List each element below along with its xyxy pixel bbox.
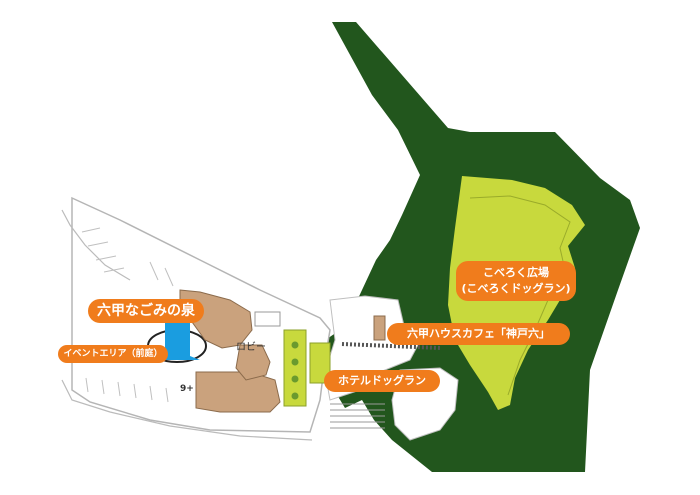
square-label-line2: (こべろくドッグラン) (461, 282, 571, 295)
lobby-label: ロビー (236, 342, 266, 353)
small-mark-label: 9+ (180, 384, 194, 394)
dogrun-small-lawn (309, 342, 331, 384)
cafe-label[interactable]: 六甲ハウスカフェ「神戸六」 (387, 323, 570, 345)
parking-lines (81, 227, 174, 403)
hotel-annex (254, 311, 281, 327)
cafe-building (373, 315, 386, 341)
fountain-water (160, 318, 200, 360)
event-area-label[interactable]: イベントエリア（前庭） (58, 345, 168, 363)
stairs-hatch (330, 403, 385, 429)
hotel-lobby-wing (235, 344, 271, 381)
connector-bridge (341, 342, 441, 350)
tree-dot (291, 392, 299, 400)
tree-dot (291, 358, 299, 366)
tree-dot (291, 375, 299, 383)
hotel-building-lower (195, 371, 281, 413)
hotel-dogrun-label[interactable]: ホテルドッグラン (324, 370, 440, 392)
lawn-path (469, 195, 571, 396)
kobe-roku-square-label[interactable]: こべろく広場 (こべろくドッグラン) (456, 261, 576, 301)
fountain-label[interactable]: 六甲なごみの泉 (88, 299, 204, 323)
square-label-line1: こべろく広場 (483, 266, 549, 279)
tree-dot (291, 341, 299, 349)
hotel-dogrun-lawn (283, 329, 307, 407)
